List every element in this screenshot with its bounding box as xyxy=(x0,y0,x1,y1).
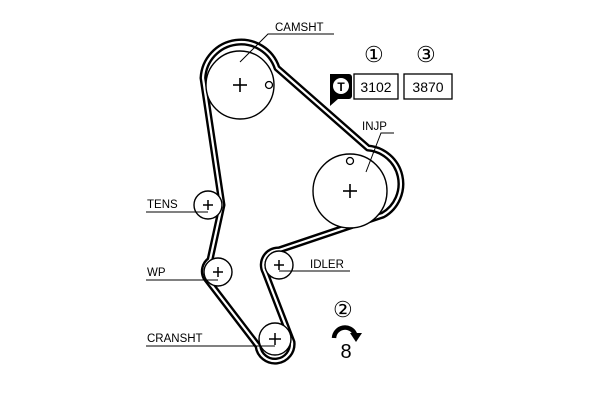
camshaft-label: CAMSHT xyxy=(275,22,324,34)
water-pump-pulley xyxy=(203,257,233,287)
camshaft-pulley xyxy=(205,50,275,120)
idler-pulley xyxy=(264,250,294,280)
crankshaft-label: CRANSHT xyxy=(147,333,203,345)
camshaft-timing-mark xyxy=(264,80,274,90)
tensioner-label: TENS xyxy=(147,199,178,211)
circled-number-1: ① xyxy=(364,42,384,67)
camshaft-leader xyxy=(239,33,334,63)
rotation-count: 8 xyxy=(340,341,351,363)
injection-pump-leader xyxy=(365,132,394,173)
idler-label: IDLER xyxy=(310,259,344,271)
spec-value-1: 3102 xyxy=(360,79,391,95)
leader-lines xyxy=(146,33,394,347)
circled-number-2: ② xyxy=(333,297,353,322)
spec-badge-row: T 3102 3870 xyxy=(330,73,453,106)
crankshaft-pulley xyxy=(258,322,292,356)
tool-badge-letter: T xyxy=(337,80,345,94)
injection-pump-timing-mark xyxy=(345,156,355,166)
rotation-arrow-icon xyxy=(331,325,362,342)
timing-belt xyxy=(199,38,405,365)
injection-pump-label: INJP xyxy=(362,121,387,133)
spec-box-2 xyxy=(403,73,453,100)
injection-pump-pulley xyxy=(312,153,388,229)
spec-value-2: 3870 xyxy=(412,79,443,95)
circled-number-3: ③ xyxy=(416,42,436,67)
spec-box-1 xyxy=(353,73,399,100)
water-pump-label: WP xyxy=(147,267,166,279)
tensioner-pulley xyxy=(193,190,223,220)
